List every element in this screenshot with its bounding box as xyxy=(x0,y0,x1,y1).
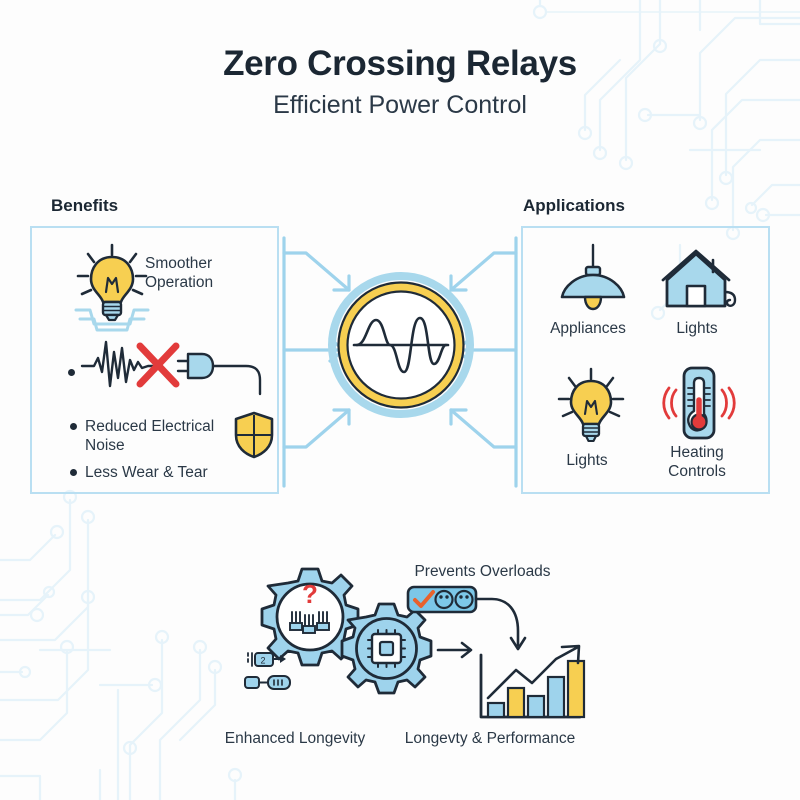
pendant-lamp-icon xyxy=(560,243,626,311)
lightbulb-smooth-icon xyxy=(74,243,150,332)
application-label-heating-controls: Heating Controls xyxy=(668,444,726,480)
benefit-label-reduced-electrical-noise: Reduced Electrical Noise xyxy=(85,418,215,455)
central-hub xyxy=(328,272,474,418)
hub-outer-ring xyxy=(328,272,474,418)
shield-icon xyxy=(234,411,274,459)
gear-relay-question-icon: ? xyxy=(260,567,360,667)
thermometer-icon xyxy=(662,366,736,440)
applications-heading: Applications xyxy=(523,196,626,215)
sine-wave-zero-crossing-icon xyxy=(352,316,450,374)
bottom-label-prevents-overloads: Prevents Overloads xyxy=(414,563,551,580)
page-title: Zero Crossing Relays xyxy=(223,44,577,83)
application-label-appliances: Appliances xyxy=(550,320,626,337)
bottom-label-enhanced-longevity: Enhanced Longevity xyxy=(224,730,366,747)
right-arrow-bottom xyxy=(449,408,518,449)
plug-icon xyxy=(176,352,262,396)
lightbulb-icon xyxy=(557,367,625,443)
right-arrow-top xyxy=(449,251,518,292)
application-label-lights-bulb: Lights xyxy=(566,452,608,469)
gear-chip-icon xyxy=(340,602,433,695)
left-arrow-top xyxy=(282,251,351,292)
bottom-label-longevity-performance: Longevty & Performance xyxy=(404,730,576,747)
bottom-illustration: ? xyxy=(244,567,586,719)
page-subtitle: Efficient Power Control xyxy=(273,91,527,120)
house-icon xyxy=(661,249,737,308)
smooth-wave-lower xyxy=(78,317,146,332)
benefit-label-smoother-operation: Smoother Operation xyxy=(145,255,214,292)
svg-text:?: ? xyxy=(302,579,318,609)
application-label-lights-house: Lights xyxy=(676,320,718,337)
heat-waves xyxy=(662,386,736,420)
red-x-icon xyxy=(136,342,180,388)
benefits-heading: Benefits xyxy=(51,196,119,215)
benefits-panel xyxy=(30,226,279,494)
noise-blocked-plug-icon xyxy=(80,340,262,396)
power-strip-check-icon xyxy=(406,585,527,651)
noise-waveform xyxy=(80,340,164,388)
growth-bar-chart-icon xyxy=(479,644,586,719)
benefit-label-less-wear-and-tear: Less Wear & Tear xyxy=(85,464,208,481)
smooth-wave-upper xyxy=(74,308,150,326)
gear-to-chart-arrow xyxy=(436,641,473,659)
benefit-bullet xyxy=(70,469,77,476)
benefit-bullet xyxy=(70,423,77,430)
svg-text:2: 2 xyxy=(260,656,265,666)
left-arrow-bottom xyxy=(282,408,351,449)
applications-panel xyxy=(521,226,770,494)
relay-connector-icons: 2 xyxy=(244,652,291,690)
header: Zero Crossing Relays Efficient Power Con… xyxy=(0,44,800,120)
benefit-bullet xyxy=(68,369,75,376)
